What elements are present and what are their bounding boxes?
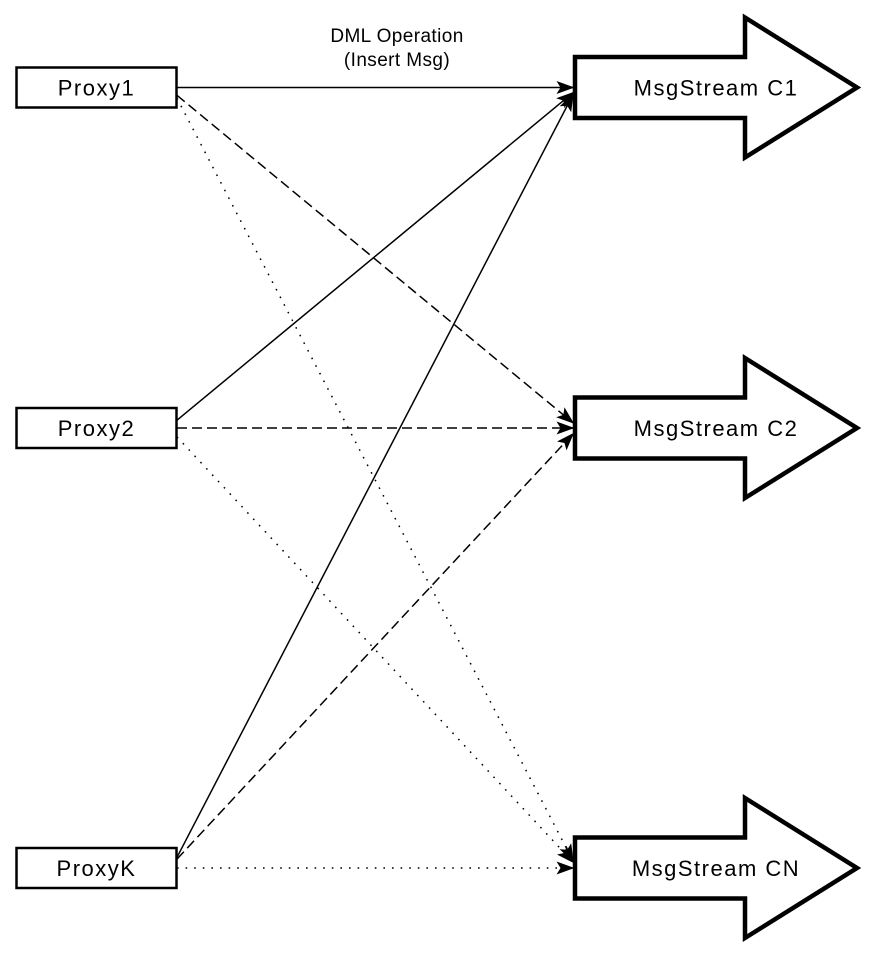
proxy-node-1-box [15, 66, 178, 109]
stream-arrow-c1-shape [572, 13, 862, 162]
stream-arrow-c1: MsgStream C1 [572, 13, 862, 162]
dml-operation-label-line2: (Insert Msg) [344, 50, 450, 71]
stream-arrow-cn-shape [572, 793, 862, 943]
edge-proxy1-cn [176, 97, 574, 863]
stream-arrow-c2: MsgStream C2 [572, 353, 862, 503]
edge-proxyk-c1 [176, 93, 574, 858]
stream-arrow-c1-label: MsgStream C1 [634, 76, 799, 101]
proxy-node-k-box [15, 846, 178, 890]
stream-arrows: MsgStream C1 MsgStream C2 MsgStream CN [572, 13, 862, 943]
edge-layer [176, 81, 575, 875]
proxy-node-1: Proxy1 [15, 66, 178, 109]
edge-proxy2-cn [176, 436, 575, 864]
proxy-node-1-label: Proxy1 [58, 76, 135, 101]
dml-operation-label-line1: DML Operation [330, 26, 463, 47]
stream-arrow-cn-label: MsgStream CN [632, 856, 800, 881]
proxy-nodes: Proxy1 Proxy2 ProxyK [15, 66, 178, 890]
edge-proxyk-c2 [176, 432, 575, 860]
stream-arrow-c2-shape [572, 353, 862, 503]
stream-arrow-cn: MsgStream CN [572, 793, 862, 943]
proxy-node-k-label: ProxyK [57, 856, 137, 881]
dml-operation-label: DML Operation (Insert Msg) [330, 26, 463, 71]
proxy-node-2-label: Proxy2 [58, 416, 135, 441]
proxy-node-2: Proxy2 [15, 406, 178, 450]
proxy-node-2-box [15, 406, 178, 450]
proxy-node-k: ProxyK [15, 846, 178, 890]
edge-proxy2-c1 [176, 91, 575, 421]
edge-proxy1-c2 [176, 94, 575, 424]
stream-arrow-c2-label: MsgStream C2 [634, 416, 799, 441]
